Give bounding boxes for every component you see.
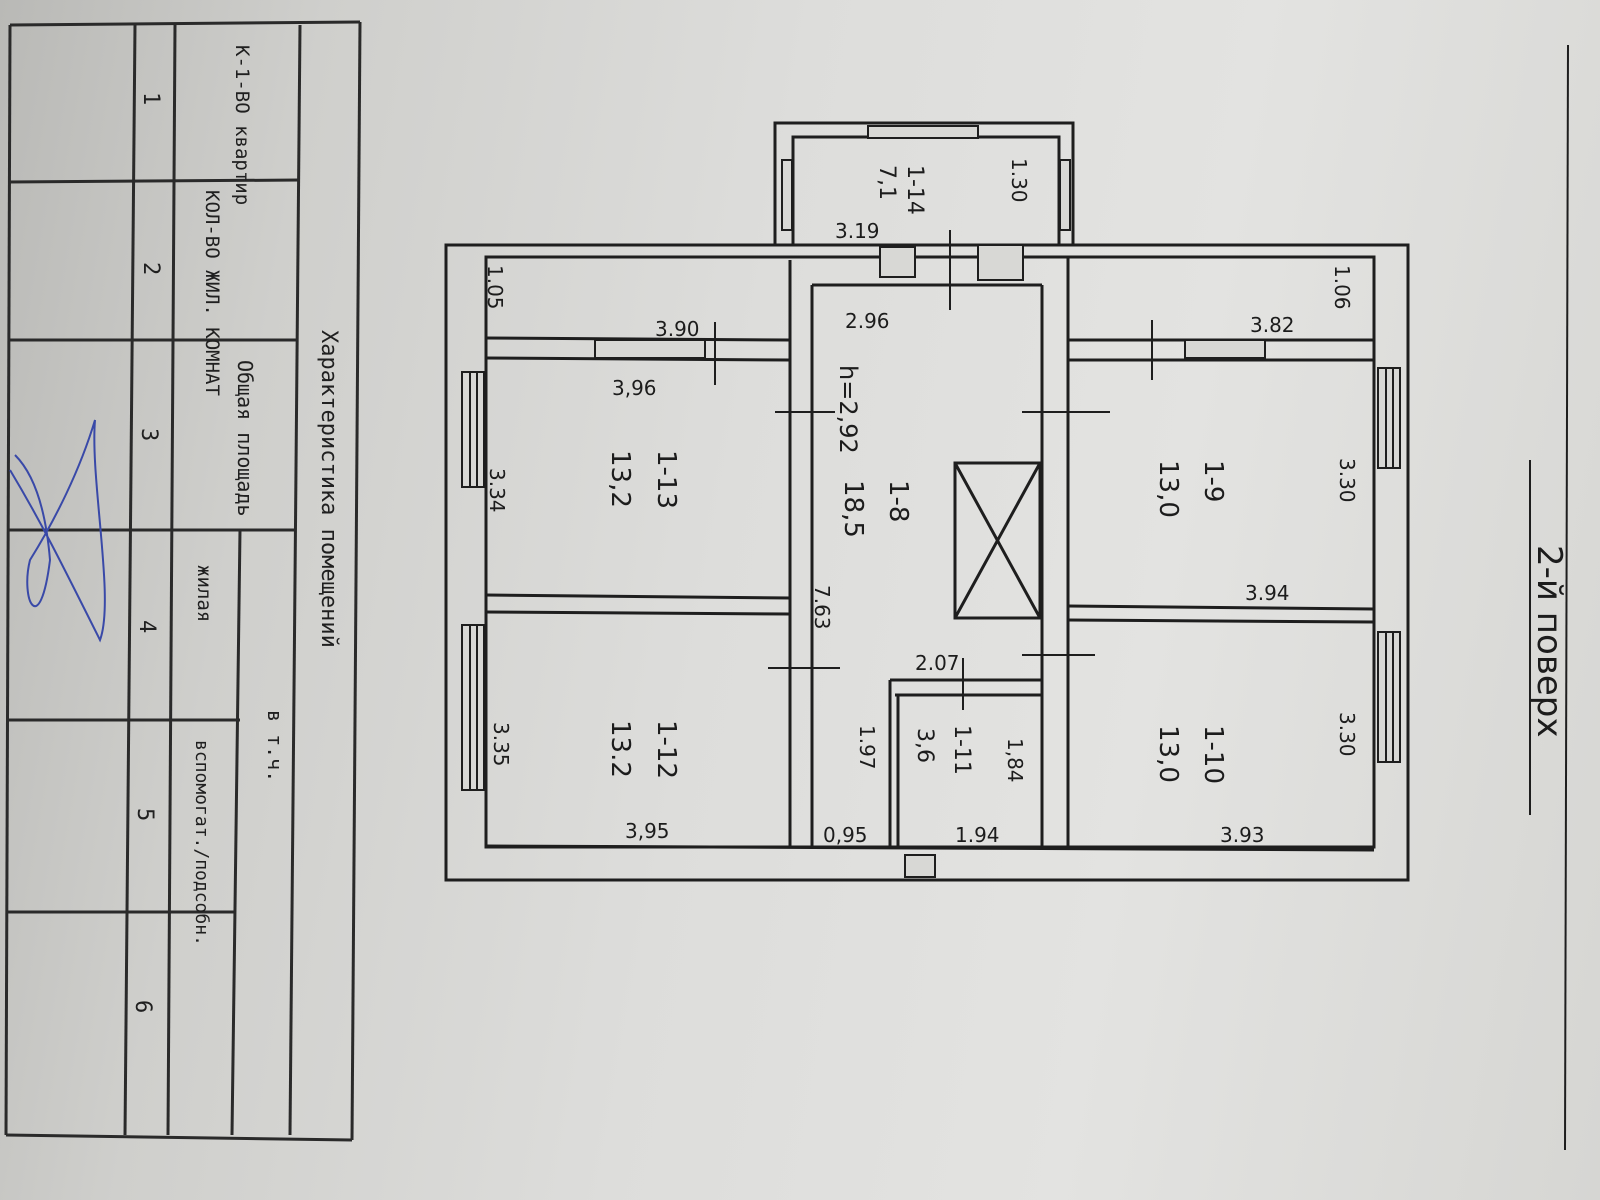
dim-label: 1,84 xyxy=(1003,738,1027,783)
dim-label: 3.19 xyxy=(835,219,880,243)
windows xyxy=(461,125,1401,878)
svg-text:13,2: 13,2 xyxy=(605,450,635,508)
svg-text:1-14: 1-14 xyxy=(902,165,927,215)
dim-label: 1.06 xyxy=(1330,265,1354,310)
svg-text:Характеристика помещений: Характеристика помещений xyxy=(316,330,341,648)
col-header-apartments: К-1-ВО квартир xyxy=(231,45,253,205)
col-number: 1 xyxy=(138,92,163,105)
svg-text:1-9: 1-9 xyxy=(1198,460,1228,502)
svg-text:13,0: 13,0 xyxy=(1153,725,1183,783)
col-header-auxiliary: вспомогат./подсобн. xyxy=(191,740,212,946)
col-header-incl: в т.ч. xyxy=(263,710,287,782)
dim-label: 3,95 xyxy=(625,819,670,843)
svg-text:18,5: 18,5 xyxy=(838,480,868,538)
dim-label: 3.94 xyxy=(1245,581,1290,605)
svg-text:1-12: 1-12 xyxy=(651,720,681,779)
table-title: Характеристика помещений xyxy=(316,330,341,648)
dimension-ticks xyxy=(714,230,1153,710)
floor-label: 2-й поверх xyxy=(1529,460,1569,815)
svg-text:1-11: 1-11 xyxy=(949,725,974,775)
svg-text:в т.ч.: в т.ч. xyxy=(263,710,287,782)
svg-text:13.2: 13.2 xyxy=(605,720,635,778)
svg-text:13,0: 13,0 xyxy=(1153,460,1183,518)
dim-label: 1.94 xyxy=(955,823,1000,847)
col-header-living: жилая xyxy=(193,565,215,622)
dim-label: 3.34 xyxy=(485,468,509,513)
plan-walls xyxy=(444,121,1410,882)
dim-label: 3.82 xyxy=(1250,313,1295,337)
dim-label: 1.97 xyxy=(855,725,879,770)
svg-text:КОЛ-ВО ЖИЛ. КОМНАТ: КОЛ-ВО ЖИЛ. КОМНАТ xyxy=(201,190,223,396)
svg-text:Общая площадь: Общая площадь xyxy=(233,360,257,517)
col-number: 2 xyxy=(138,262,163,275)
room-label-1-14: 7,1 1-14 xyxy=(874,165,927,215)
svg-text:7,1: 7,1 xyxy=(874,165,899,200)
svg-text:К-1-ВО квартир: К-1-ВО квартир xyxy=(231,45,253,205)
svg-text:2-й поверх: 2-й поверх xyxy=(1529,545,1569,738)
svg-text:вспомогат./подсобн.: вспомогат./подсобн. xyxy=(191,740,212,946)
room-label-1-9: 13,0 1-9 xyxy=(1153,460,1228,518)
room-label-1-12: 13.2 1-12 xyxy=(605,720,681,779)
dimension-labels: 1.30 3.19 1.05 3.90 3,96 3.34 3.35 3,95 … xyxy=(483,158,1359,847)
svg-text:3,6: 3,6 xyxy=(912,728,937,763)
dim-label: 2.96 xyxy=(845,309,890,333)
dim-label: 7.63 xyxy=(810,585,834,630)
characteristics-table xyxy=(4,20,362,1142)
col-header-rooms: КОЛ-ВО ЖИЛ. КОМНАТ xyxy=(201,190,223,396)
svg-text:1-13: 1-13 xyxy=(651,450,681,509)
ceiling-height-label: h=2,92 xyxy=(834,365,862,454)
dim-label: 3.35 xyxy=(489,722,513,767)
col-number: 6 xyxy=(130,1000,155,1013)
col-number: 4 xyxy=(134,620,159,633)
sheet-border xyxy=(1564,44,1569,1151)
col-number: 3 xyxy=(136,428,161,441)
dim-label: 3.30 xyxy=(1335,712,1359,757)
col-header-total-area: Общая площадь xyxy=(233,360,257,517)
svg-text:1-8: 1-8 xyxy=(883,480,913,522)
dim-label: 3.90 xyxy=(655,317,700,341)
dim-label: 2.07 xyxy=(915,651,960,675)
svg-text:1-10: 1-10 xyxy=(1198,725,1228,784)
room-label-1-10: 13,0 1-10 xyxy=(1153,725,1228,784)
dim-label: 3,96 xyxy=(612,376,657,400)
dim-label: 0,95 xyxy=(823,823,868,847)
col-number: 5 xyxy=(132,808,157,821)
signature-scribble xyxy=(9,419,106,643)
dim-label: 3.30 xyxy=(1335,458,1359,503)
dim-label: 3.93 xyxy=(1220,823,1265,847)
room-label-1-11: 3,6 1-11 xyxy=(912,725,974,775)
room-label-1-13: 13,2 1-13 xyxy=(605,450,681,509)
dim-label: 1.30 xyxy=(1007,158,1031,203)
dim-label: 1.05 xyxy=(483,265,507,310)
room-label-1-8: 18,5 1-8 h=2,92 xyxy=(834,365,913,538)
svg-text:жилая: жилая xyxy=(193,565,215,622)
column-numbers: 1 2 3 4 5 6 xyxy=(130,92,163,1013)
